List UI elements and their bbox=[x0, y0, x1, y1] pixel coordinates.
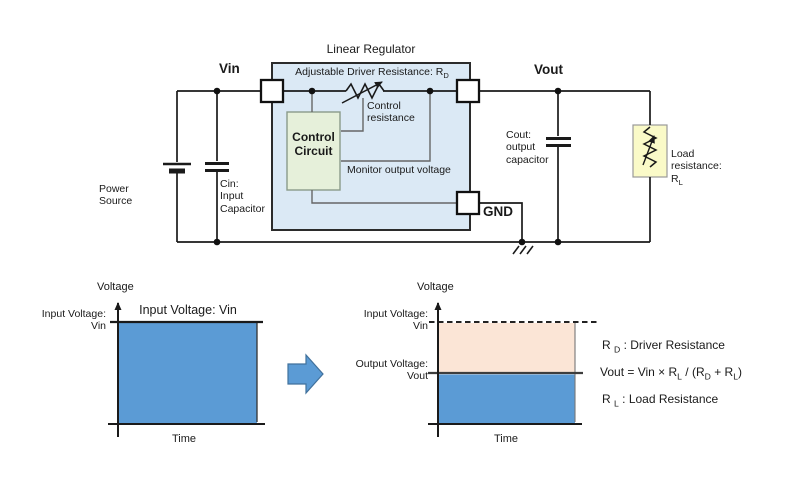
load-variable-resistor-icon bbox=[642, 126, 658, 168]
load-resistance-label: Load resistance: RL bbox=[671, 148, 722, 187]
vout-pin bbox=[455, 78, 481, 104]
power-source-label: Power Source bbox=[99, 183, 133, 208]
battery-icon bbox=[163, 162, 191, 174]
right-arrow-icon bbox=[287, 353, 324, 395]
adjustable-driver-resistance-label: Adjustable Driver Resistance: RD bbox=[295, 66, 449, 81]
control-resistance-label: Control resistance bbox=[367, 100, 415, 125]
vin-label: Vin bbox=[219, 61, 240, 76]
load-resistance-box bbox=[632, 124, 668, 178]
gnd-pin bbox=[455, 190, 481, 216]
vout-label: Vout bbox=[534, 62, 563, 77]
right-graph-output-area bbox=[439, 374, 575, 424]
left-graph-input-area bbox=[119, 323, 257, 423]
vin-pin bbox=[259, 78, 285, 104]
right-y-axis-title: Voltage bbox=[417, 281, 454, 293]
cout-label: Cout: output capacitor bbox=[506, 129, 549, 166]
right-vout-axis-label: Output Voltage: Vout bbox=[355, 358, 428, 383]
cin-capacitor-icon bbox=[205, 162, 229, 172]
control-circuit-label: Control Circuit bbox=[292, 130, 335, 159]
right-x-axis-title: Time bbox=[493, 433, 519, 445]
left-x-axis-title: Time bbox=[171, 433, 197, 445]
left-vin-axis-label: Input Voltage: Vin bbox=[41, 308, 106, 333]
left-graph-title: Input Voltage: Vin bbox=[139, 303, 237, 317]
right-vin-axis-label: Input Voltage: Vin bbox=[363, 308, 428, 333]
cout-capacitor-icon bbox=[546, 137, 571, 147]
driver-resistance-definition: R D : Driver Resistance bbox=[602, 338, 725, 355]
internal-wires bbox=[311, 91, 457, 204]
linear-regulator-title: Linear Regulator bbox=[326, 42, 416, 56]
gnd-label: GND bbox=[483, 204, 513, 219]
load-resistance-definition: R L : Load Resistance bbox=[602, 392, 719, 409]
monitor-output-voltage-label: Monitor output voltage bbox=[347, 164, 451, 176]
right-graph-drop-area bbox=[439, 323, 575, 372]
driver-variable-resistor-icon bbox=[341, 81, 385, 104]
vout-formula: Vout = Vin × RL / (RD + RL) bbox=[600, 365, 743, 382]
pins bbox=[259, 78, 481, 216]
ground-icon bbox=[512, 245, 534, 255]
left-y-axis-title: Voltage bbox=[97, 281, 134, 293]
control-circuit-box bbox=[286, 111, 341, 191]
junction-dots bbox=[213, 87, 562, 246]
cin-label: Cin: Input Capacitor bbox=[220, 178, 265, 215]
